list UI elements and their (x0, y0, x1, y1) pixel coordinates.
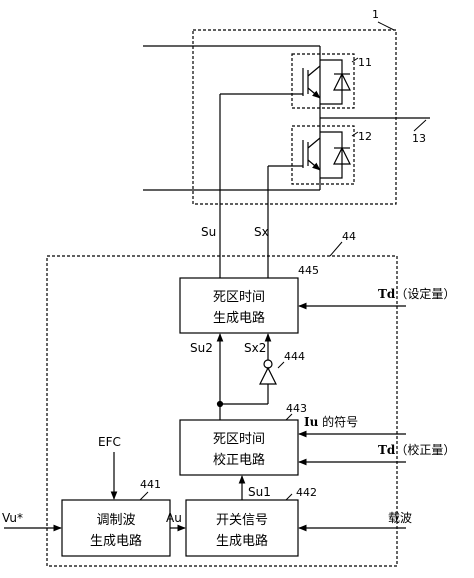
td-setting-text: （设定量） (395, 286, 455, 301)
lower-switch-frame (291, 125, 355, 185)
inverter-444-triangle (259, 366, 277, 385)
switch-11-ref: 11 (358, 56, 372, 69)
block-442-line1: 开关信号 (216, 513, 268, 528)
block-443-ref: 443 (286, 402, 307, 415)
td-correction-symbol: Td (378, 443, 396, 457)
iu-sign-symbol: Iu (304, 415, 319, 429)
block-441-line2: 生成电路 (90, 533, 142, 549)
module-1-leader (377, 21, 395, 31)
block-443 (179, 419, 299, 476)
inverter-444-leader (277, 361, 285, 369)
su1-label: Su1 (248, 485, 271, 499)
controller-44-leader (329, 241, 343, 257)
upper-diode-wiring (320, 59, 343, 105)
sx-label: Sx (254, 225, 269, 239)
block-443-line1: 死区时间 (213, 432, 265, 447)
switch-11-leader (351, 57, 359, 63)
efc-label: EFC (98, 435, 121, 449)
block-443-line2: 校正电路 (213, 452, 265, 468)
block-445-line2: 生成电路 (213, 310, 265, 326)
block-445-line1: 死区时间 (213, 290, 265, 305)
lower-igbt-collector (307, 137, 321, 149)
controller-44-ref: 44 (342, 230, 356, 243)
output-line-ref: 13 (412, 132, 426, 145)
block-441-leader (139, 491, 149, 501)
lower-diode (333, 146, 351, 165)
vu-star-label: Vu* (2, 511, 23, 525)
upper-switch-frame (291, 53, 355, 109)
block-445-ref: 445 (298, 264, 319, 277)
au-label: Au (166, 511, 182, 525)
block-442-ref: 442 (296, 486, 317, 499)
su-label: Su (201, 225, 216, 239)
block-442-line2: 生成电路 (216, 533, 268, 549)
td-correction-label: Td（校正量） (378, 442, 455, 457)
upper-diode (333, 72, 351, 91)
carrier-label: 载波 (388, 511, 412, 525)
controller-44-frame (46, 255, 398, 567)
upper-igbt-collector (307, 65, 321, 77)
td-setting-label: Td（设定量） (378, 286, 455, 301)
upper-igbt-emitter (307, 87, 321, 99)
inverter-444-ref: 444 (284, 350, 305, 363)
switch-12-ref: 12 (358, 130, 372, 143)
output-line-leader (413, 119, 427, 132)
block-441-ref: 441 (140, 478, 161, 491)
block-442-leader (285, 493, 293, 501)
iu-sign-text: 的符号 (318, 414, 358, 429)
sx2-label: Sx2 (244, 341, 266, 355)
td-correction-text: （校正量） (395, 442, 455, 457)
block-441-line1: 调制波 (96, 513, 135, 528)
lower-diode-wiring (320, 131, 343, 179)
block-445 (179, 277, 299, 334)
td-setting-symbol: Td (378, 287, 396, 301)
su2-label: Su2 (190, 341, 213, 355)
block-443-leader (285, 413, 293, 421)
switch-12-leader (351, 131, 359, 137)
lower-igbt-emitter (307, 159, 321, 171)
iu-sign-label: Iu 的符号 (304, 414, 358, 429)
module-1-frame (192, 29, 397, 205)
module-1-ref: 1 (372, 8, 379, 21)
